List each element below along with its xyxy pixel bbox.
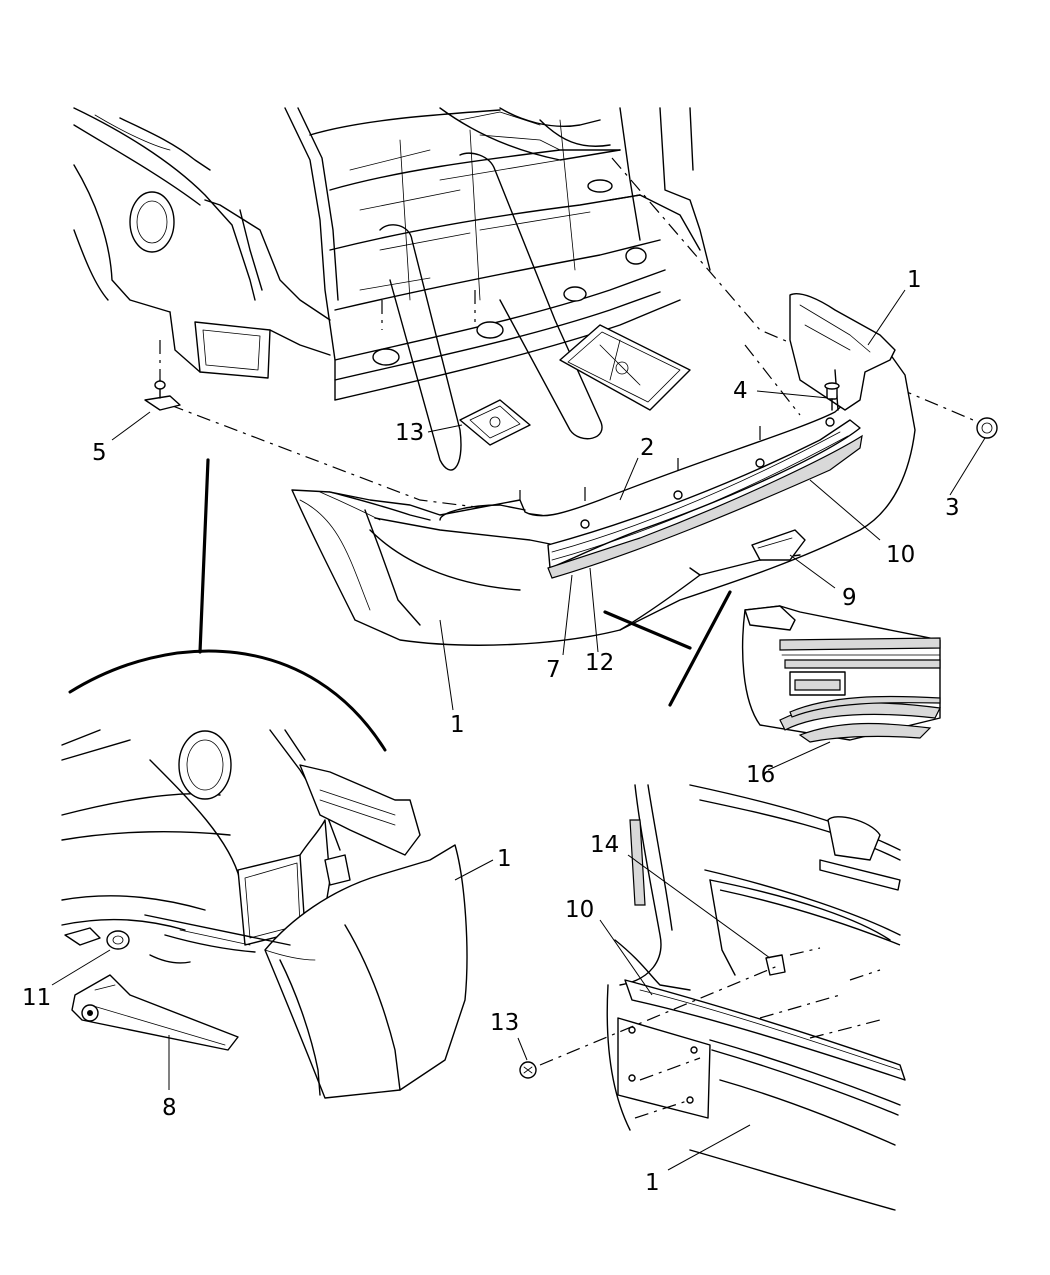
bracket-8	[71, 974, 239, 1051]
callout-16: 16	[746, 762, 775, 788]
callout-10-top: 10	[886, 542, 915, 568]
callout-13-bottom: 13	[490, 1010, 519, 1036]
callout-7: 7	[546, 657, 561, 683]
callout-1-bottom: 1	[645, 1170, 660, 1196]
push-nut-11	[64, 927, 130, 950]
fastener-illustration	[144, 379, 998, 529]
callout-11: 11	[22, 985, 51, 1011]
license-plate-detail-illustration	[519, 784, 906, 1211]
nut-3	[976, 417, 998, 439]
push-pin-4	[824, 382, 840, 411]
view-connector-lines	[198, 458, 732, 707]
callout-13-top: 13	[395, 420, 424, 446]
callout-1-mid: 1	[450, 712, 465, 738]
callout-labels: 1 4 3 5 13 2 10 9 7 12 1 16 1 11 8 14 10…	[22, 267, 960, 1196]
floor-plate-illustration	[459, 324, 691, 446]
callout-14: 14	[590, 832, 619, 858]
bumper-fascia-illustration	[291, 293, 916, 646]
callout-12: 12	[585, 650, 614, 676]
callout-leader-lines	[51, 289, 986, 1171]
clip-5	[144, 379, 181, 411]
vehicle-rear-body-illustration	[73, 107, 711, 471]
callout-5: 5	[92, 440, 107, 466]
callout-4: 4	[733, 378, 748, 404]
callout-9: 9	[842, 585, 857, 611]
callout-1-top: 1	[907, 267, 922, 293]
left-corner-detail-illustration	[61, 649, 468, 1099]
callout-1-left: 1	[497, 846, 512, 872]
alternate-bumper-detail-illustration	[741, 605, 941, 743]
bottom-right-dash-lines	[539, 947, 881, 1119]
callout-8: 8	[162, 1095, 177, 1121]
callout-2: 2	[640, 435, 655, 461]
callout-10-bottom: 10	[565, 897, 594, 923]
callout-3: 3	[945, 495, 960, 521]
